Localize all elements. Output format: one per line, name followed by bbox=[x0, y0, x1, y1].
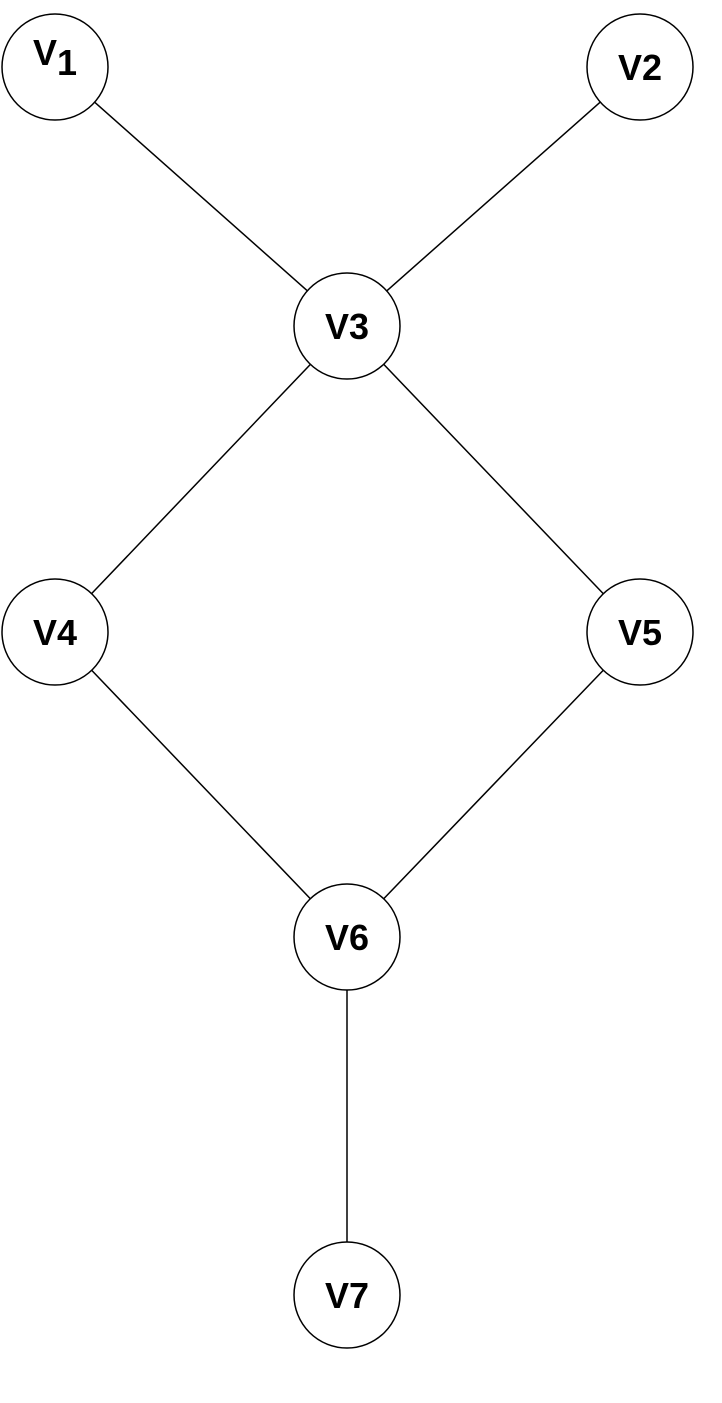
node-circle bbox=[586, 578, 694, 686]
edge-v2-v3 bbox=[386, 101, 601, 292]
node-v5: V5 bbox=[586, 578, 694, 686]
node-v1: V1 bbox=[1, 13, 109, 121]
node-circle bbox=[293, 1241, 401, 1349]
edge-v1-v3 bbox=[94, 101, 308, 292]
node-label: V3 bbox=[325, 306, 369, 347]
edge-v4-v6 bbox=[91, 669, 311, 900]
node-v7: V7 bbox=[293, 1241, 401, 1349]
edges bbox=[91, 101, 604, 1242]
node-v6: V6 bbox=[293, 883, 401, 991]
node-circle bbox=[1, 13, 109, 121]
node-v4: V4 bbox=[1, 578, 109, 686]
edge-v3-v4 bbox=[91, 363, 311, 595]
node-label-main: V bbox=[33, 32, 57, 73]
node-v2: V2 bbox=[586, 13, 694, 121]
node-label-subscript: 1 bbox=[57, 42, 77, 83]
edge-v5-v6 bbox=[383, 669, 604, 900]
node-label: V4 bbox=[33, 612, 77, 653]
node-label: V2 bbox=[618, 47, 662, 88]
node-label: V6 bbox=[325, 917, 369, 958]
node-circle bbox=[293, 883, 401, 991]
node-circle bbox=[586, 13, 694, 121]
node-v3: V3 bbox=[293, 272, 401, 380]
node-circle bbox=[293, 272, 401, 380]
node-circle bbox=[1, 578, 109, 686]
node-label: V5 bbox=[618, 612, 662, 653]
node-label: V1 bbox=[33, 32, 77, 83]
node-label: V7 bbox=[325, 1275, 369, 1316]
edge-v3-v5 bbox=[383, 363, 604, 595]
